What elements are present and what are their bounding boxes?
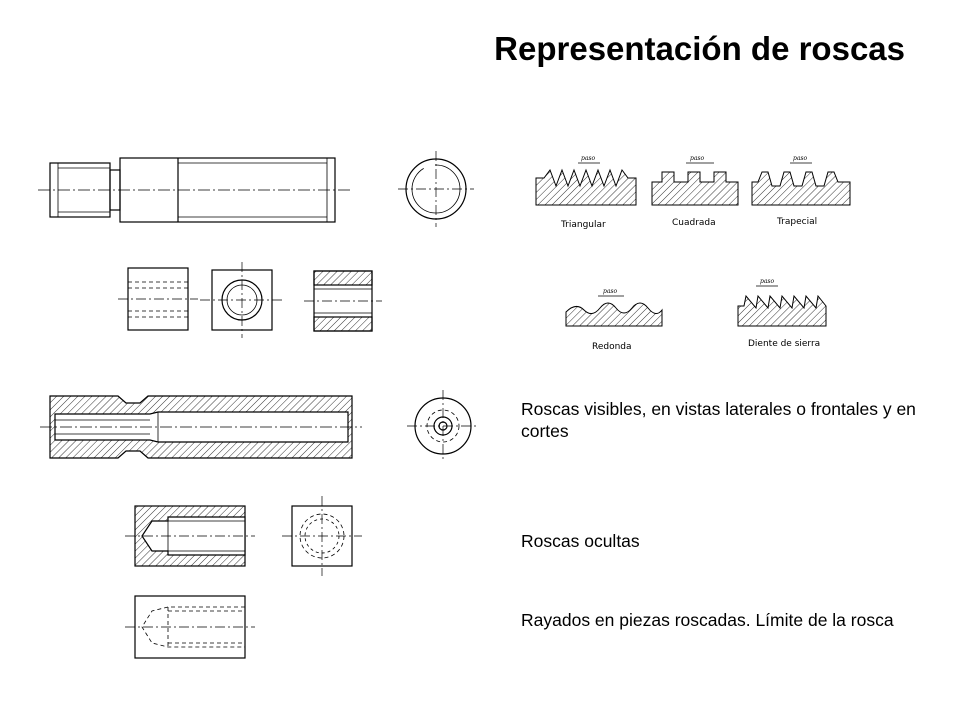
- internal-thread-section: [304, 270, 382, 332]
- paso-label: paso: [603, 288, 617, 295]
- sectioned-shaft: [40, 395, 362, 459]
- blind-hole-section: [125, 505, 255, 567]
- profile-cuadrada: paso Cuadrada: [651, 155, 739, 228]
- label-triangular: Triangular: [560, 220, 606, 230]
- blind-hole-front-view: [282, 496, 362, 576]
- sectioned-shaft-end-view: [407, 390, 479, 462]
- profile-redonda: paso Redonda: [565, 288, 663, 352]
- caption-rayados: Rayados en piezas roscadas. Límite de la…: [521, 610, 894, 630]
- label-cuadrada: Cuadrada: [672, 218, 716, 228]
- paso-label: paso: [690, 155, 704, 162]
- caption-roscas-visibles: Roscas visibles, en vistas laterales o f…: [521, 399, 916, 441]
- internal-thread-front-view: [200, 262, 284, 338]
- profile-diente-de-sierra: paso Diente de sierra: [737, 278, 827, 349]
- paso-label: paso: [760, 278, 774, 285]
- caption-roscas-ocultas: Roscas ocultas: [521, 531, 640, 551]
- profile-trapecial: paso Trapecial: [751, 155, 851, 227]
- hidden-thread-block: [118, 267, 198, 331]
- paso-label: paso: [581, 155, 595, 162]
- external-thread-side-view: [38, 157, 350, 223]
- external-thread-end-view: [398, 151, 474, 227]
- paso-label: paso: [793, 155, 807, 162]
- profile-triangular: paso Triangular: [535, 155, 637, 230]
- label-trapecial: Trapecial: [776, 217, 817, 227]
- page-title: Representación de roscas: [494, 30, 905, 67]
- hidden-blind-hole: [125, 595, 255, 659]
- label-diente-de-sierra: Diente de sierra: [748, 339, 820, 349]
- label-redonda: Redonda: [592, 342, 632, 352]
